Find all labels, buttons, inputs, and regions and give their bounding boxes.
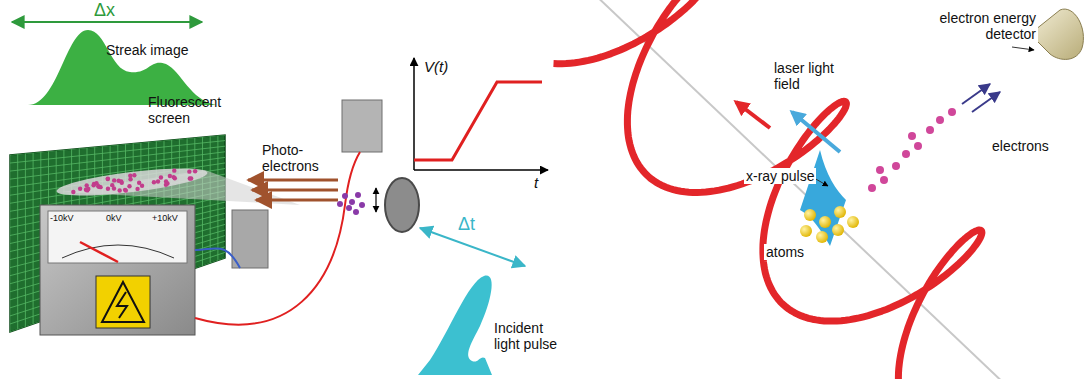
electron-arrow [252, 189, 338, 192]
field-vector [792, 112, 840, 152]
scale-label: -10kV [50, 213, 74, 223]
atoms [800, 206, 859, 243]
electrons-label: electrons [990, 138, 1051, 154]
motion-arrow [375, 188, 376, 212]
laser-field-ribbon [554, 0, 1018, 379]
screen-label: Fluorescent screen [148, 94, 228, 126]
dial-scale [62, 245, 174, 258]
wire [195, 152, 360, 325]
axis-label: V(t) [424, 58, 448, 75]
deflection-plate [342, 100, 382, 152]
scale-label: 0kV [106, 213, 122, 223]
axis-label: t [534, 174, 538, 191]
meter-needle [80, 242, 118, 262]
axis [413, 58, 415, 170]
electron-dots [71, 168, 197, 194]
light-pulse [418, 276, 492, 375]
pulse-label: x-ray pulse [744, 168, 816, 184]
beam-axis [590, 0, 1010, 379]
warning-sign [96, 276, 150, 328]
duration-label: Δt [458, 214, 475, 235]
voltage-ramp [414, 82, 542, 160]
warning-triangle [102, 282, 144, 322]
scale-label: +10kV [152, 213, 178, 223]
streak-spot [55, 163, 208, 201]
screen-grid [10, 120, 226, 340]
x-ray-pulse [800, 150, 846, 246]
voltmeter [40, 205, 195, 335]
meter-dial [48, 211, 187, 263]
axis [414, 169, 548, 171]
field-label: laser light field [772, 60, 852, 92]
energy-detector [1030, 9, 1083, 59]
photocathode [385, 178, 419, 232]
leader-line [1012, 47, 1034, 50]
pulse-label: Incident light pulse [494, 320, 568, 352]
electron-arrow [972, 92, 1000, 112]
lightning-symbol [117, 292, 127, 318]
width-arrow [12, 21, 202, 23]
electron-dots [868, 108, 956, 192]
streak-label: Streak image [106, 42, 188, 58]
photoelectron-cluster [337, 192, 365, 215]
field-vector [736, 102, 770, 128]
electron-arrow [256, 199, 338, 202]
electron-label: Photo-electrons [262, 142, 326, 174]
atoms-label: atoms [764, 244, 806, 260]
detector-label: electron energy detector [924, 10, 1038, 42]
streak-profile [28, 30, 216, 105]
electron-arrow [248, 179, 338, 182]
wire [195, 248, 240, 268]
deflection-plate [232, 210, 268, 268]
width-label: Δx [94, 0, 115, 21]
